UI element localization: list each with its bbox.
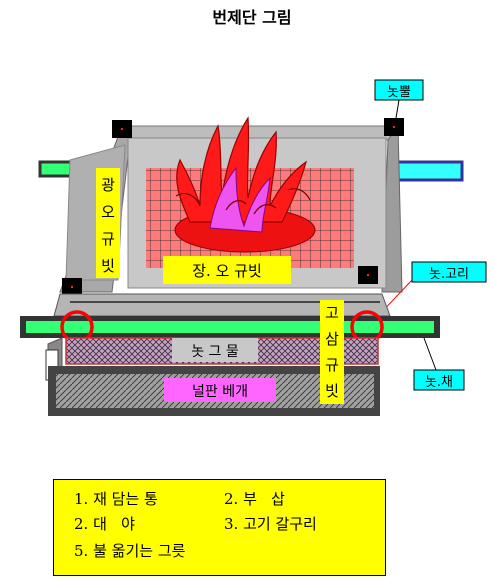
pole-callout-label: 놋.채 xyxy=(425,375,453,390)
base-label-box xyxy=(164,378,276,402)
fire-icon xyxy=(174,116,316,253)
length-label: 장. 오 규빗 xyxy=(192,262,262,280)
horn-marker-bottom-left xyxy=(62,278,82,296)
ring-callout-box xyxy=(411,261,487,283)
height-label-char-3: 규 xyxy=(325,356,339,374)
width-label-char-4: 빗 xyxy=(101,257,115,275)
carrying-pole-inner xyxy=(26,321,434,333)
height-label-char-1: 고 xyxy=(325,304,339,322)
horn-leader-line xyxy=(395,99,400,119)
width-label-char-2: 오 xyxy=(101,203,115,221)
ring-callout-label: 놋.고리 xyxy=(429,267,469,282)
diagram-title: 번제단 그림 xyxy=(212,8,291,27)
height-label-char-4: 빗 xyxy=(325,382,339,400)
pole-callout-box xyxy=(413,369,465,391)
legend-item-4: 3. 고기 갈구리 xyxy=(224,515,317,533)
width-label-char-1: 광 xyxy=(101,176,115,194)
utensils-legend: 1. 재 담는 통 2. 부 삽 2. 대 야 3. 고기 갈구리 5. 불 옮… xyxy=(53,479,386,576)
legend-item-5: 5. 불 옮기는 그릇 xyxy=(74,542,186,560)
height-label-char-2: 삼 xyxy=(325,330,339,348)
horn-marker-top-left xyxy=(112,120,132,138)
legend-item-1: 1. 재 담는 통 xyxy=(74,490,158,508)
width-label-char-3: 규 xyxy=(101,230,115,248)
horn-marker-bottom-right xyxy=(358,266,378,284)
horn-marker-top-right xyxy=(384,118,404,136)
horn-callout-label: 놋뿔 xyxy=(387,85,411,100)
length-label-box xyxy=(163,256,291,284)
width-label-box xyxy=(96,168,120,278)
base-label: 널판 베개 xyxy=(192,384,248,400)
grate-label-box xyxy=(172,338,258,362)
height-label-box xyxy=(320,300,344,404)
right-upper-pole xyxy=(388,160,464,182)
grate-label: 놋 그 물 xyxy=(191,344,239,360)
pole-leader-line xyxy=(423,337,437,371)
legend-item-2: 2. 부 삽 xyxy=(224,490,285,508)
legend-item-3: 2. 대 야 xyxy=(74,515,135,533)
